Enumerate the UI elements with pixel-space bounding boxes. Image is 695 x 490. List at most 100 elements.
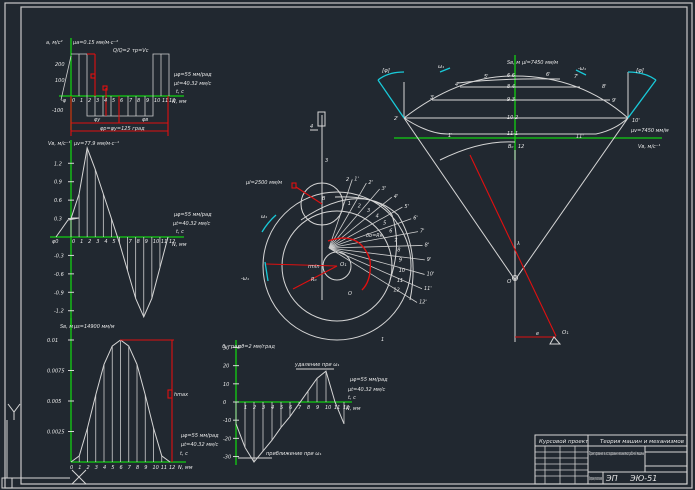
vel-scale-y: μv=77.9 мм/м·с⁻¹	[73, 141, 119, 147]
cam-ray	[328, 218, 412, 249]
cam-link-0b: O	[348, 291, 352, 297]
cam-inner-point: 7	[394, 238, 398, 244]
rocker-arc-label: 11'	[576, 134, 584, 140]
acc-xtick: -φ	[61, 98, 67, 104]
acc-xtick: 6	[120, 98, 123, 104]
cam-outer-point: 11'	[424, 286, 432, 292]
rocker-arc-label: 4'	[455, 82, 460, 88]
acc-xtick: 12	[169, 98, 175, 104]
disp-xtick: 4	[103, 465, 106, 471]
rocker-vl-label: Vв, м/с⁻¹	[638, 144, 660, 150]
disp-xtick: 5	[111, 465, 114, 471]
title-discipline: Теория машин и механизмов	[600, 439, 684, 445]
vel-xtick: 1	[80, 239, 83, 245]
vel-ylabel: Vв, м/с⁻¹	[48, 141, 70, 147]
cam-inner-point: 6	[389, 229, 392, 235]
disp-xtick: 8	[136, 465, 139, 471]
rocker-O1: O₁	[562, 330, 569, 336]
rocker-angle-right: [φ]	[636, 68, 644, 74]
rocker-center-label: 12	[518, 144, 524, 150]
rocker-center-label: 10 2	[507, 115, 518, 121]
pa-scale-phi: μφ=55 мм/рад	[349, 377, 388, 383]
rocker-B0: B₀	[508, 144, 513, 150]
cam-link-0: 4	[310, 124, 313, 130]
acc-xtick: 10 11	[154, 98, 168, 104]
rocker-center-label: 11 1	[507, 131, 518, 137]
pa-scale-t: μt=40.32 мм/с	[347, 387, 385, 393]
vel-scale-t: μt=40.32 мм/с	[172, 221, 210, 227]
cam-ray	[328, 247, 425, 261]
rocker-O: O	[507, 279, 512, 285]
vel-ytick: -0.3	[54, 253, 64, 259]
vel-xtick: 2	[88, 239, 91, 245]
pa-xtick: 7	[298, 405, 302, 411]
acc-xtick: 1	[80, 98, 83, 104]
rocker-arc-label: 8'	[602, 84, 607, 90]
pa-ylabel: ϑ, град	[222, 344, 241, 350]
outer-frame	[4, 2, 693, 489]
cam-ray	[328, 196, 393, 249]
pa-xtick: 10	[325, 405, 331, 411]
disp-xtick: 7	[128, 465, 132, 471]
disp-xtick: 0	[70, 465, 73, 471]
acc-phi-up: φу	[94, 117, 101, 123]
disp-scale-y: μs=14900 мм/м	[73, 324, 115, 330]
pa-xtick: 9	[316, 405, 319, 411]
vel-xtick: φ0	[52, 239, 58, 245]
pa-xtick: 6	[289, 405, 292, 411]
vel-ytick: -0.9	[54, 290, 64, 296]
vel-xtick: 4	[104, 239, 107, 245]
cam-ray	[328, 206, 403, 249]
rocker-omega: ω₁	[438, 64, 444, 70]
acc-xtick: 7	[129, 98, 133, 104]
disp-xtick: 3	[95, 465, 98, 471]
disp-ytick: 0.0025	[47, 430, 65, 436]
rocker-arc-label: 3'	[430, 95, 435, 101]
vel-xtick: 0	[72, 239, 75, 245]
cam-outer-point: 4'	[394, 194, 399, 200]
title-sheet-2: Проектирование кулачкового механизма	[589, 476, 602, 482]
pa-xtick: 11	[334, 405, 340, 411]
cam-ray	[328, 245, 423, 249]
cam-inner-point: 12	[393, 288, 399, 294]
cam-inner-point: 10	[399, 268, 405, 274]
pa-ytick: 20	[223, 364, 229, 370]
rocker-scale-s: μl=7450 мм/м	[521, 60, 558, 66]
disp-hmax: hmax	[174, 392, 188, 398]
cam-ray	[328, 247, 418, 303]
cam-r0: R₀	[311, 277, 316, 283]
cam-outer-point: 10'	[427, 271, 435, 277]
title-sheet-prefix: ЭП	[605, 474, 618, 483]
disp-scale-phi: μφ=55 мм/рад	[180, 433, 219, 439]
cam-inner-point: 5	[383, 221, 386, 227]
cam-outer-point: 12'	[419, 299, 427, 305]
acc-xtick: 9	[146, 98, 149, 104]
rocker-arc-label: 1'	[448, 133, 453, 139]
rocker-sl-label: Sв, м	[507, 60, 520, 66]
disp-ytick: 0.01	[47, 338, 58, 344]
acc-phi-down: φв	[142, 117, 148, 123]
cam-inner-point: 1	[348, 201, 351, 207]
disp-xtick: 1	[78, 465, 81, 471]
rocker-center-label: 8 4	[507, 84, 515, 90]
displacement-diagram: Sв, м μs=14900 мм/м 0.010.00750.0050.002…	[47, 318, 219, 471]
rocker-diagram: Sв, м μl=7450 мм/м μv=7450 мм/м Vв, м/с⁻…	[377, 55, 669, 345]
acc-ytick-200: 200	[55, 62, 65, 68]
pa-ytick: 10	[223, 382, 229, 388]
cam-ray	[328, 247, 425, 275]
vel-xtick: 7	[129, 239, 133, 245]
pa-ytick: 30	[223, 345, 229, 351]
cam-link-3: 3	[325, 158, 328, 164]
acc-scale-y: μa=0.15 мм/м·с⁻²	[72, 40, 118, 46]
acc-ytick-m100: -100	[52, 108, 63, 114]
disp-ylabel: Sв, м	[60, 324, 73, 330]
cam-inner-point: 9	[399, 258, 402, 264]
cam-delta: δo=Rк	[366, 233, 383, 239]
rocker-scale-v: μv=7450 мм/м	[630, 128, 669, 134]
pa-ytick: -30	[223, 455, 231, 461]
cam-link-2: 2	[346, 177, 349, 183]
pa-ytick: -10	[223, 418, 231, 424]
rocker-minus-omega: -ω₁	[578, 66, 586, 72]
disp-xtick: 9	[144, 465, 147, 471]
